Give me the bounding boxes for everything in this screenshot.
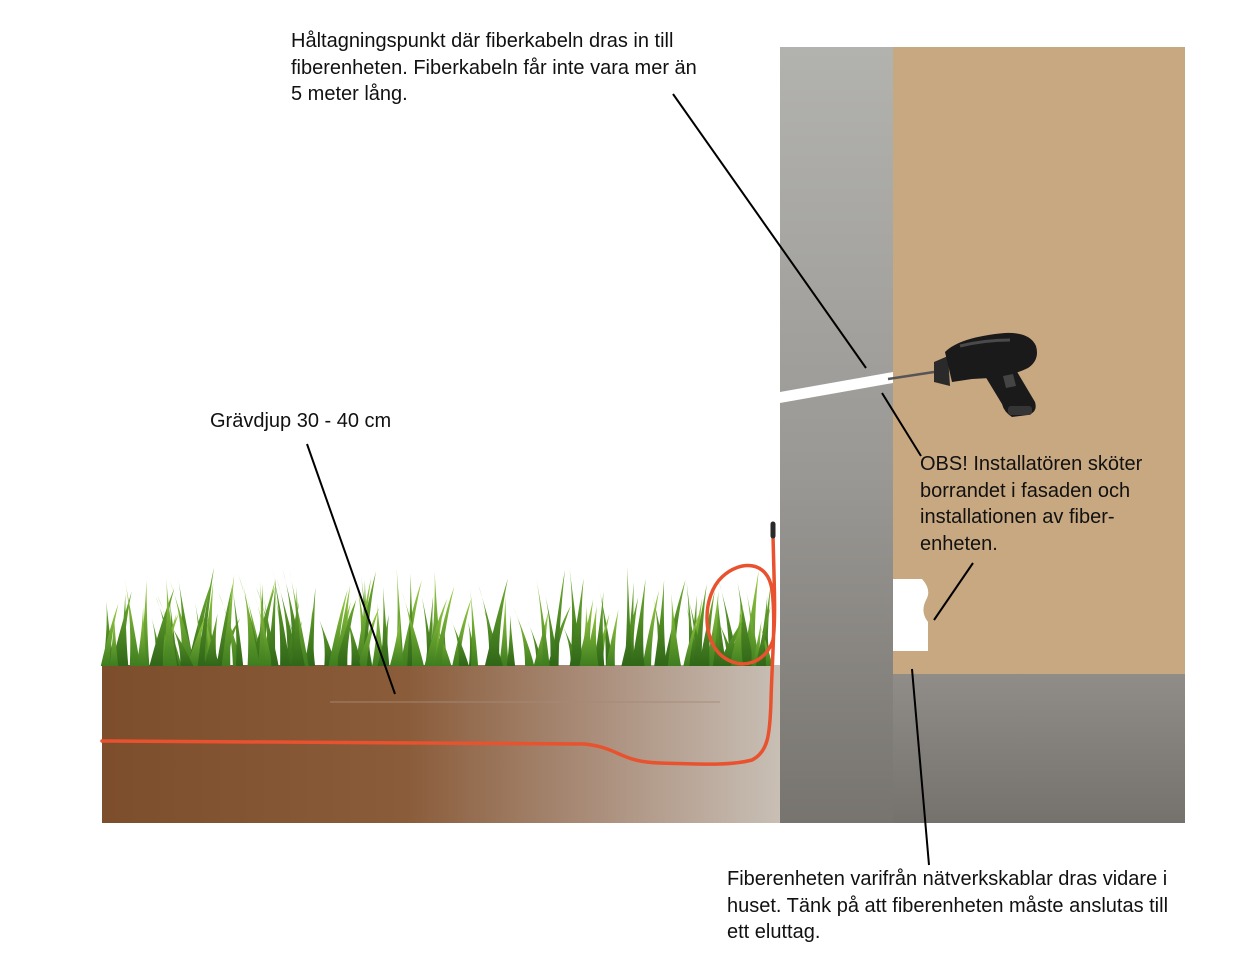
grass-blade [197, 567, 214, 666]
grass-blade [642, 590, 660, 666]
annotation-line: 5 meter lång. [291, 83, 408, 105]
grass-blade [355, 577, 372, 666]
annotation-fiber-unit: Fiberenheten varifrån nätverkskablar dra… [727, 866, 1168, 946]
grass-blade [758, 620, 773, 666]
grass-blade [186, 614, 206, 666]
annotation-line: ett eluttag. [727, 921, 821, 943]
annotation-line: Håltagningspunkt där fiberkabeln dras in… [291, 30, 674, 52]
grass-blade [499, 596, 509, 666]
grass-blade [187, 581, 212, 666]
grass [100, 566, 773, 666]
drill-icon [887, 332, 1037, 417]
grass-blade [654, 579, 667, 666]
grass-blade [667, 593, 681, 666]
grass-blade [736, 577, 755, 666]
grass-blade [745, 586, 760, 666]
grass-blade [204, 613, 218, 666]
annotation-hole-point: Håltagningspunkt där fiberkabeln dras in… [291, 28, 697, 108]
grass-blade [729, 604, 744, 666]
grass-blade [569, 568, 582, 666]
annotation-line: Grävdjup 30 - 40 cm [210, 410, 392, 432]
grass-blade [605, 609, 619, 666]
leader-line-depth [306, 443, 396, 695]
grass-blade [593, 592, 605, 666]
grass-blade [506, 614, 516, 666]
grass-blade [272, 568, 291, 666]
grass-blade [328, 589, 348, 666]
drill-hole-channel [780, 372, 893, 403]
grass-blade [692, 584, 707, 666]
grass-blade [579, 606, 595, 666]
annotation-line: installationen av fiber- [920, 506, 1115, 528]
grass-blade [232, 586, 244, 666]
grass-blade [100, 603, 119, 666]
grass-blade [683, 611, 700, 666]
annotation-line: fiberenheten. Fiberkabeln får inte vara … [291, 56, 697, 79]
grass-blade [109, 613, 119, 666]
grass-blade [358, 607, 380, 666]
grass-blade [136, 606, 147, 666]
grass-blade [216, 583, 233, 666]
grass-blade [335, 598, 357, 666]
grass-blade [631, 579, 646, 666]
leader-line-hole [672, 93, 867, 369]
grass-blade [169, 580, 196, 666]
grass-blade [241, 578, 260, 666]
grass-blade [401, 591, 424, 666]
grass-blade [221, 574, 235, 666]
house-plinth [893, 674, 1185, 823]
grass-blade [484, 578, 508, 666]
grass-blade [470, 589, 479, 666]
annotation-line: Fiberenheten varifrån nätverkskablar dra… [727, 868, 1168, 890]
annotation-line: OBS! Installatören sköter [920, 453, 1143, 475]
grass-blade [389, 616, 405, 666]
grass-blade [534, 570, 550, 666]
house-foundation [780, 47, 893, 823]
grass-blade [755, 606, 771, 666]
annotation-line: huset. Tänk på att fiberenheten måste an… [727, 894, 1169, 917]
leader-line-unit [911, 668, 930, 866]
grass-blade [381, 586, 390, 666]
annotation-dig-depth: Grävdjup 30 - 40 cm [210, 408, 391, 435]
grass-blade [256, 586, 279, 666]
annotation-obs-note: OBS! Installatören sköter borrandet i fa… [920, 451, 1142, 557]
grass-blade [291, 586, 303, 666]
grass-blade [424, 598, 448, 666]
grass-blade [254, 594, 273, 666]
leader-line-unit-top [933, 562, 974, 621]
grass-blade [434, 586, 455, 666]
house-facade [893, 47, 1185, 674]
annotation-line: borrandet i fasaden och [920, 479, 1131, 502]
grass-blade [307, 587, 316, 666]
grass-blade [288, 568, 309, 666]
grass-blade [452, 597, 472, 666]
fiber-unit-box [893, 579, 929, 651]
grass-blade [624, 566, 632, 666]
grass-blade [167, 620, 194, 666]
grass-blade [512, 606, 535, 666]
grass-blade [569, 578, 584, 666]
grass-blade [124, 578, 141, 666]
fiber-cable [100, 533, 777, 766]
grass-blade [544, 591, 559, 666]
grass-blade [118, 593, 129, 666]
grass-blade [717, 619, 744, 666]
grass-blade [450, 618, 469, 666]
leader-line-obs [881, 392, 922, 457]
annotation-line: enheten. [920, 532, 998, 555]
grass-blade [162, 578, 178, 666]
